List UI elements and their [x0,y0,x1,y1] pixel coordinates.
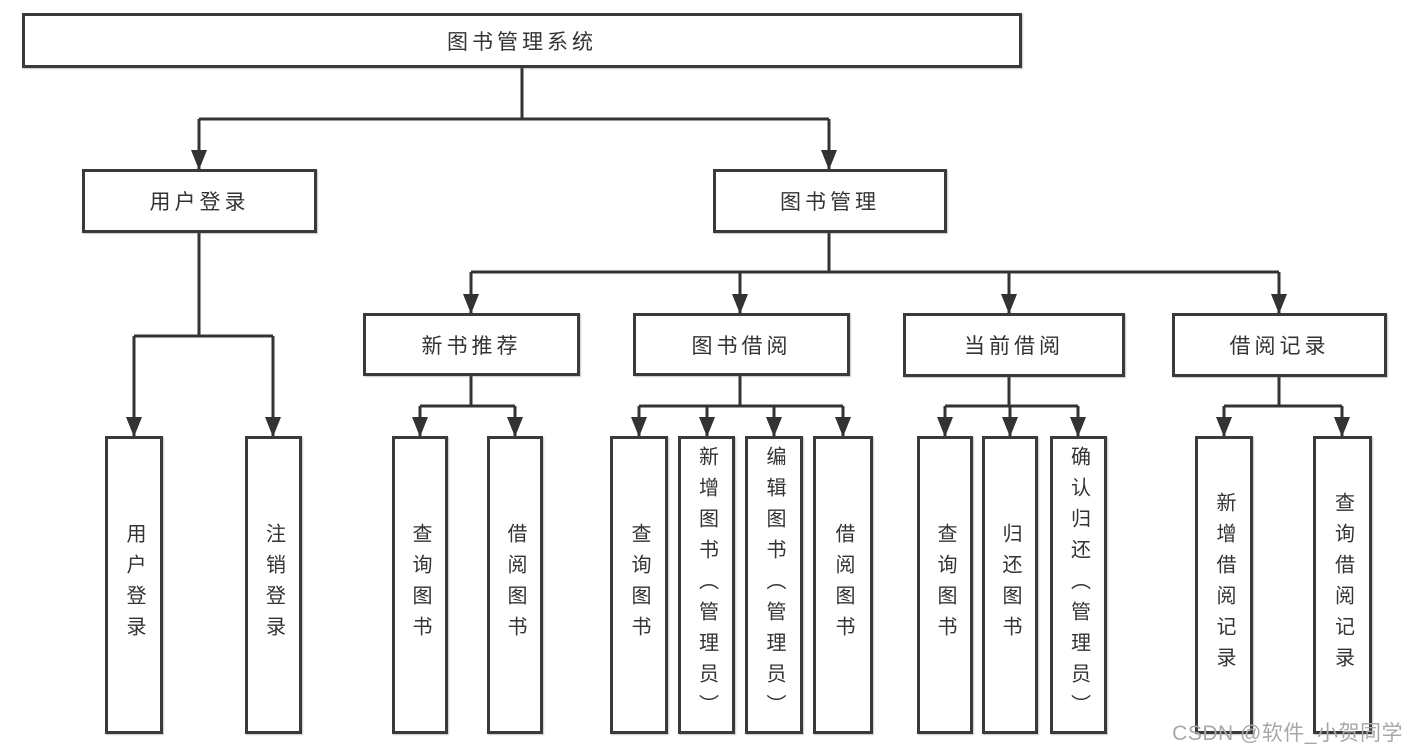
leaf-label: 归还图书 [999,523,1021,647]
node-library-management-system: 图书管理系统 [22,13,1022,68]
leaf-label: 编辑图书（管理员） [763,445,785,725]
leaf-borrow-books-borrowing: 借阅图书 [813,436,873,734]
leaf-label: 新增图书（管理员） [695,445,718,725]
leaf-label: 查询图书 [628,523,650,647]
leaf-borrow-books-recommend: 借阅图书 [487,436,543,734]
node-book-management: 图书管理 [713,169,947,233]
node-new-book-recommend: 新书推荐 [363,313,580,376]
node-borrowing-records: 借阅记录 [1172,313,1387,377]
leaf-label: 查询图书 [409,523,431,647]
leaf-query-books-recommend: 查询图书 [392,436,448,734]
node-user-login: 用户登录 [82,169,317,233]
leaf-label: 注销登录 [262,523,285,647]
leaf-add-borrow-record: 新增借阅记录 [1195,436,1253,734]
leaf-label: 用户登录 [123,523,145,647]
leaf-label: 查询图书 [934,523,956,647]
leaf-query-books-borrowing: 查询图书 [610,436,668,734]
node-current-borrowing: 当前借阅 [903,313,1125,377]
leaf-label: 查询借阅记录 [1331,492,1354,678]
leaf-user-login: 用户登录 [105,436,163,734]
leaf-add-book-admin: 新增图书（管理员） [678,436,735,734]
node-book-borrowing: 图书借阅 [633,313,850,376]
leaf-query-books-current: 查询图书 [917,436,973,734]
leaf-confirm-return-admin: 确认归还（管理员） [1050,436,1107,734]
leaf-label: 新增借阅记录 [1213,492,1235,678]
leaf-query-borrow-record: 查询借阅记录 [1313,436,1372,734]
leaf-label: 借阅图书 [832,523,854,647]
leaf-edit-book-admin: 编辑图书（管理员） [745,436,803,734]
leaf-label: 借阅图书 [504,523,526,647]
leaf-logout: 注销登录 [245,436,302,734]
leaf-return-books: 归还图书 [982,436,1038,734]
watermark-text: CSDN @软件_小贺同学 [1172,722,1403,745]
leaf-label: 确认归还（管理员） [1067,445,1090,725]
